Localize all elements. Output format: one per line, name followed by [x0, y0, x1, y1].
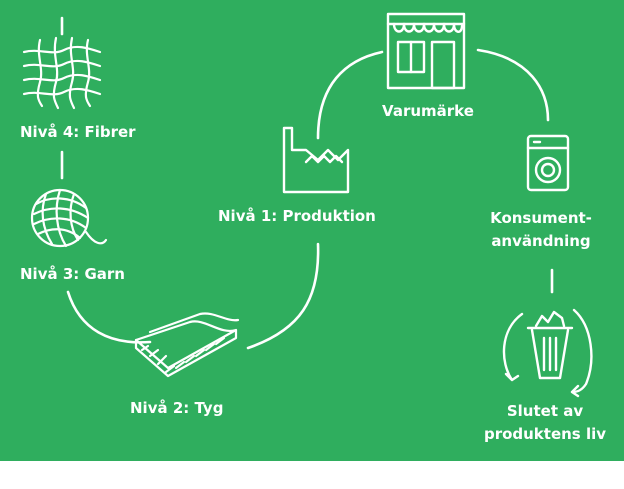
connector-production-brand — [316, 50, 384, 140]
stage-label-varumarke: Varumärke — [382, 102, 474, 120]
stage-label-produktion: Nivå 1: Produktion — [218, 207, 376, 225]
connector-yarn-fabric — [66, 290, 152, 344]
connector-lines — [60, 16, 554, 350]
storefront-icon — [386, 12, 466, 90]
stage-label-tyg: Nivå 2: Tyg — [130, 399, 224, 417]
stage-label-slutet-line-2: produktens liv — [483, 425, 607, 443]
connector-brand-laundry — [476, 48, 550, 122]
stage-label-fibrer: Nivå 4: Fibrer — [20, 123, 136, 141]
stage-label-slutet-line-1: Slutet av — [506, 402, 584, 420]
connector-fabric-production — [246, 242, 320, 350]
fiber-grid-icon — [22, 36, 102, 110]
stage-label-slutet: Slutet av produktens liv — [470, 400, 620, 446]
factory-icon — [282, 126, 350, 194]
stage-label-garn: Nivå 3: Garn — [20, 265, 125, 283]
recycle-bin-icon — [502, 308, 593, 398]
washing-machine-icon — [526, 134, 570, 192]
lifecycle-diagram: Nivå 4: Fibrer Nivå 3: Garn Nivå 2: Tyg … — [0, 0, 624, 461]
fabric-layers-icon — [134, 312, 240, 378]
stage-label-konsument-line-2: användning — [491, 232, 591, 250]
lifecycle-diagram-graphic — [22, 12, 593, 398]
stage-label-konsument-line-1: Konsument- — [490, 209, 592, 227]
stage-label-konsument: Konsument- användning — [476, 207, 606, 253]
yarn-ball-icon — [30, 188, 108, 248]
